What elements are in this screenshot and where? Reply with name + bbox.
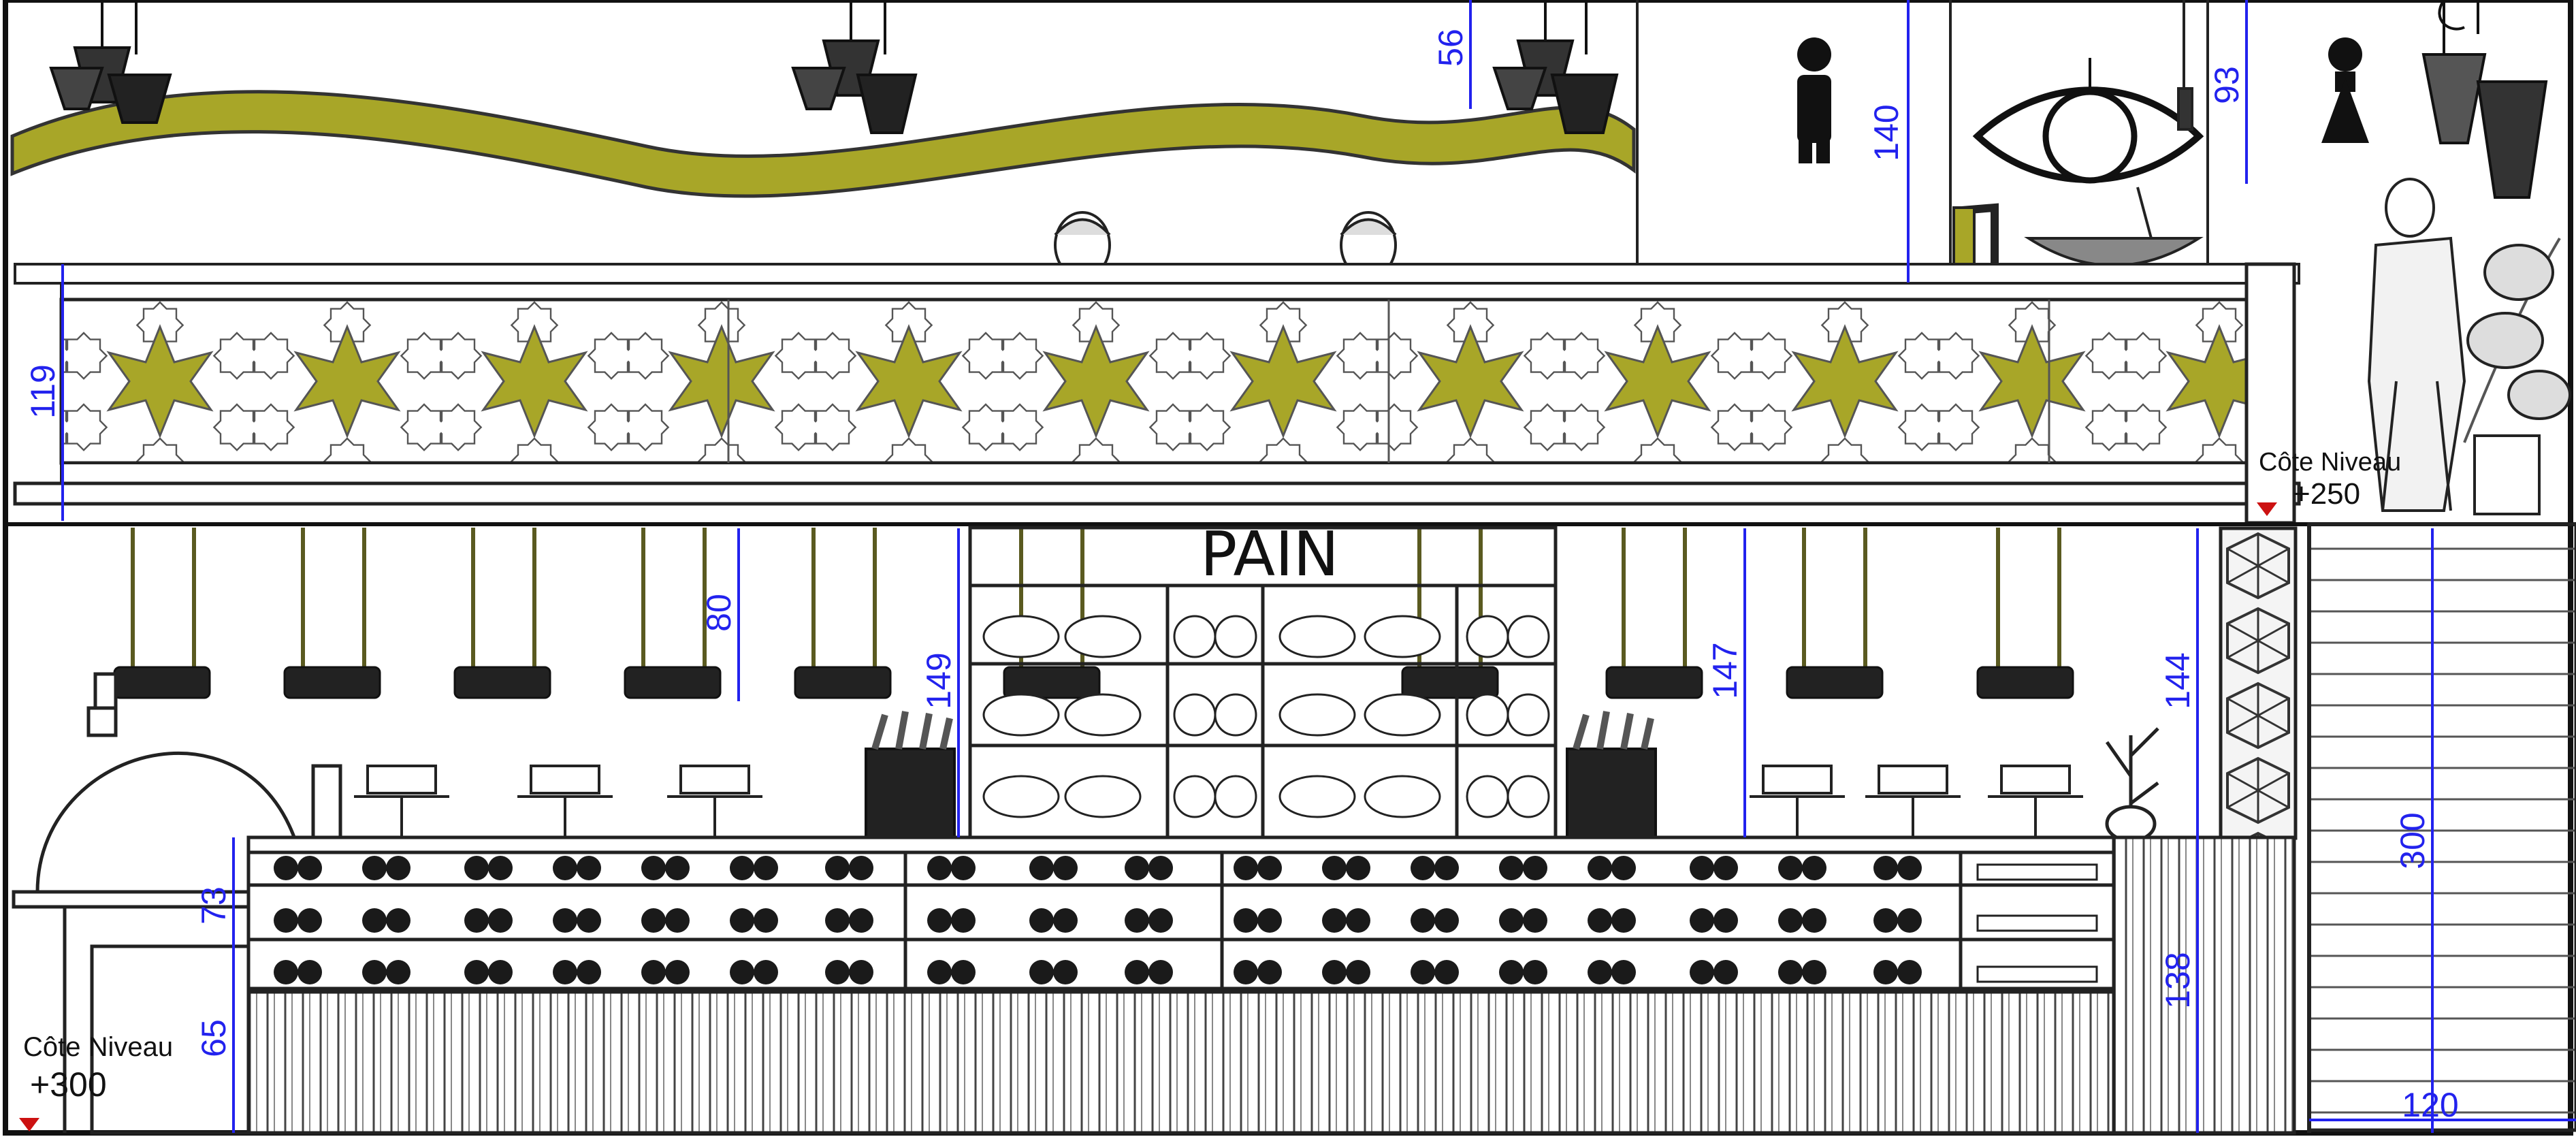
eye-logo-icon bbox=[1972, 58, 2204, 184]
display-counter bbox=[246, 835, 2296, 1135]
lattice-column bbox=[2219, 526, 2298, 840]
pastry-items bbox=[274, 856, 1922, 984]
svg-text:56: 56 bbox=[1432, 29, 1470, 67]
lamp-shades bbox=[113, 666, 2074, 699]
svg-text:80: 80 bbox=[700, 594, 738, 632]
level-label-upper: Côte Niveau +250 bbox=[2259, 449, 2401, 509]
staircase bbox=[2307, 522, 2576, 1132]
svg-text:119: 119 bbox=[24, 364, 62, 419]
svg-text:300: 300 bbox=[2394, 812, 2432, 869]
level-value: +250 bbox=[2293, 477, 2361, 511]
level-label-text: Côte Niveau bbox=[23, 1032, 174, 1062]
male-restroom-icon bbox=[1797, 37, 1831, 163]
svg-text:149: 149 bbox=[920, 652, 958, 709]
pain-sign: PAIN bbox=[1200, 519, 1339, 590]
bread-baskets bbox=[865, 711, 1657, 839]
olive-wave-canopy bbox=[10, 90, 1636, 198]
cake-stands bbox=[354, 765, 2083, 837]
bread-items bbox=[982, 615, 1550, 818]
pendant-lamps-lower bbox=[131, 528, 2061, 671]
man-with-plant bbox=[2367, 178, 2571, 515]
svg-text:140: 140 bbox=[1867, 104, 1905, 161]
tray-items bbox=[1976, 863, 2098, 983]
parapet-base bbox=[13, 481, 2301, 506]
level-value: +300 bbox=[30, 1065, 107, 1104]
female-restroom-icon bbox=[2321, 37, 2369, 143]
upper-walls bbox=[1636, 0, 2209, 283]
svg-text:120: 120 bbox=[2402, 1086, 2458, 1124]
svg-text:147: 147 bbox=[1706, 642, 1744, 699]
svg-text:73: 73 bbox=[195, 886, 233, 925]
parapet-cap bbox=[14, 263, 2300, 285]
svg-text:144: 144 bbox=[2159, 652, 2197, 709]
decor-plant bbox=[2105, 727, 2159, 843]
level-marker-triangle bbox=[19, 1118, 39, 1132]
dimension-lines bbox=[61, 0, 2576, 1133]
svg-text:65: 65 bbox=[195, 1019, 233, 1057]
dimension-labels: 56 140 93 119 80 149 147 144 300 73 65 1… bbox=[24, 29, 2459, 1124]
pendant-lamps-upper bbox=[49, 0, 2548, 199]
svg-text:93: 93 bbox=[2208, 66, 2246, 104]
svg-text:138: 138 bbox=[2159, 952, 2197, 1008]
level-marker-triangle bbox=[2257, 502, 2277, 516]
level-label-lower: Côte Niveau +300 bbox=[23, 1033, 173, 1102]
level-label-text: Côte Niveau bbox=[2259, 448, 2402, 477]
star-pattern-band bbox=[59, 298, 2249, 465]
bread-shelf bbox=[968, 526, 1558, 839]
